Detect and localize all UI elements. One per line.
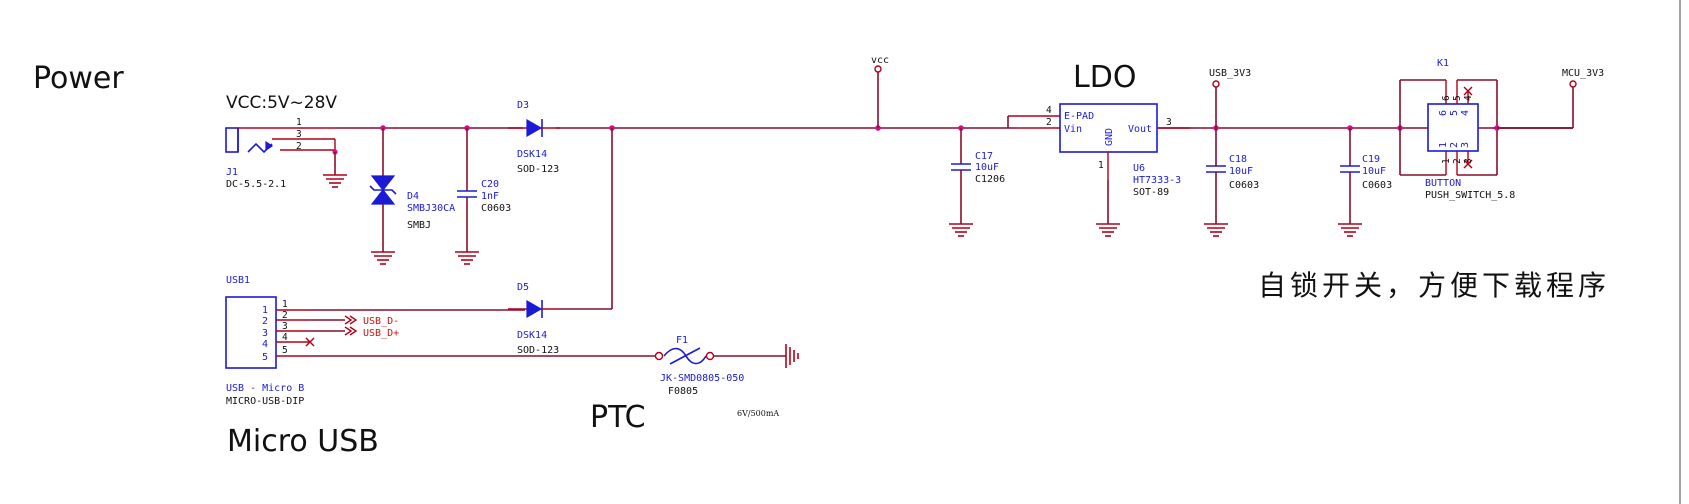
usb1-inner-pin-4: 4 — [262, 339, 268, 350]
capacitor-c18 — [1204, 128, 1228, 237]
u6-value: HT7333-3 — [1133, 175, 1181, 186]
k1-pin-1: 1 — [1441, 158, 1452, 164]
dc-jack-j1 — [225, 127, 347, 188]
j1-pin-3: 3 — [296, 129, 302, 140]
section-title-power: Power — [33, 61, 124, 96]
capacitor-c19 — [1338, 125, 1362, 237]
schottky-diode-d5 — [508, 299, 612, 319]
k1-inner-pin-1: 1 — [1438, 142, 1449, 148]
f1-designator: F1 — [676, 335, 688, 346]
usb1-pin-2: 2 — [282, 310, 288, 321]
usb-dm-net-label: USB_D- — [363, 316, 399, 327]
usb1-footprint: MICRO-USB-DIP — [226, 396, 304, 407]
k1-pin-2: 2 — [1452, 158, 1463, 164]
f1-footprint: F0805 — [668, 386, 698, 397]
mcu-3v3-net-label: MCU_3V3 — [1562, 68, 1604, 79]
usb-3v3-net-label: USB_3V3 — [1209, 68, 1251, 79]
schottky-diode-d3 — [508, 118, 560, 138]
j1-value: DC-5.5-2.1 — [226, 179, 286, 190]
u6-pin-vout: Vout — [1128, 124, 1152, 135]
ptc-fuse-f1 — [654, 344, 799, 368]
d3-designator: D3 — [517, 100, 529, 111]
k1-inner-pin-5: 5 — [1449, 110, 1460, 116]
d3-value: DSK14 — [517, 149, 547, 160]
k1-inner-pin-4: 4 — [1460, 110, 1471, 116]
f1-value: JK-SMD0805-050 — [660, 373, 744, 384]
section-title-ldo: LDO — [1073, 60, 1136, 95]
k1-inner-pin-3: 3 — [1460, 142, 1471, 148]
c19-designator: C19 — [1362, 154, 1380, 165]
c20-footprint: C0603 — [481, 203, 511, 214]
usb1-inner-pin-1: 1 — [262, 305, 268, 316]
ldo-regulator-u6 — [1007, 103, 1190, 237]
usb1-inner-pin-3: 3 — [262, 328, 268, 339]
usb1-pin-3: 3 — [282, 321, 288, 332]
usb-dp-net-label: USB_D+ — [363, 328, 399, 339]
vcc-power-port — [874, 65, 882, 131]
j1-pin-1: 1 — [296, 117, 302, 128]
usb1-pin-4: 4 — [282, 332, 288, 343]
k1-pin-6: 6 — [1441, 95, 1452, 101]
c17-value: 10uF — [975, 162, 999, 173]
d4-designator: D4 — [407, 191, 419, 202]
k1-footprint: PUSH_SWITCH_5.8 — [1425, 190, 1515, 201]
u6-pin-epad: E-PAD — [1064, 111, 1094, 122]
u6-pin-number-epad: 4 — [1046, 105, 1052, 116]
d4-value: SMBJ30CA — [407, 203, 455, 214]
k1-pin-4: 4 — [1463, 95, 1474, 101]
u6-footprint: SOT-89 — [1133, 187, 1169, 198]
c17-footprint: C1206 — [975, 174, 1005, 185]
u6-pin-number-gnd: 1 — [1098, 160, 1104, 171]
k1-designator: K1 — [1437, 58, 1449, 69]
usb1-value: USB - Micro B — [226, 383, 304, 394]
note-self-lock-switch: 自锁开关，方便下载程序 — [1258, 269, 1610, 302]
section-title-micro-usb: Micro USB — [227, 424, 379, 459]
c18-footprint: C0603 — [1229, 180, 1259, 191]
usb1-inner-pin-2: 2 — [262, 316, 268, 327]
c18-designator: C18 — [1229, 154, 1247, 165]
c19-footprint: C0603 — [1362, 180, 1392, 191]
usb1-inner-pin-5: 5 — [262, 352, 268, 363]
u6-pin-vin: Vin — [1064, 124, 1082, 135]
c17-designator: C17 — [975, 151, 993, 162]
k1-pin-5: 5 — [1452, 95, 1463, 101]
k1-pin-3: 3 — [1463, 158, 1474, 164]
push-switch-k1 — [1397, 79, 1500, 176]
d4-footprint: SMBJ — [407, 220, 431, 231]
c19-value: 10uF — [1362, 166, 1386, 177]
f1-rating: 6V/500mA — [737, 409, 779, 418]
k1-inner-pin-2: 2 — [1449, 142, 1460, 148]
capacitor-c17 — [949, 125, 973, 237]
u6-pin-number-vin: 2 — [1046, 117, 1052, 128]
d5-footprint: SOD-123 — [517, 345, 559, 356]
usb1-pin-1: 1 — [282, 299, 288, 310]
k1-inner-pin-6: 6 — [1438, 110, 1449, 116]
mcu-3v3-power-port — [1497, 80, 1577, 129]
section-title-ptc: PTC — [590, 400, 646, 435]
d5-designator: D5 — [517, 282, 529, 293]
j1-pin-2: 2 — [296, 141, 302, 152]
tvs-diode-d4 — [369, 125, 397, 265]
c18-value: 10uF — [1229, 166, 1253, 177]
d3-footprint: SOD-123 — [517, 164, 559, 175]
c20-value: 1nF — [481, 191, 499, 202]
input-voltage-range: VCC:5V~28V — [226, 93, 337, 113]
u6-designator: U6 — [1133, 163, 1145, 174]
c20-designator: C20 — [481, 179, 499, 190]
capacitor-c20 — [455, 125, 479, 265]
u6-pin-number-vout: 3 — [1166, 117, 1172, 128]
vcc-net-label: vcc — [871, 55, 889, 66]
d5-value: DSK14 — [517, 330, 547, 341]
micro-usb-connector-usb1 — [225, 296, 655, 369]
u6-pin-gnd: GND — [1104, 128, 1115, 146]
j1-designator: J1 — [226, 167, 238, 178]
k1-value: BUTTON — [1425, 178, 1461, 189]
usb-3v3-power-port — [1212, 80, 1220, 131]
usb1-pin-5: 5 — [282, 345, 288, 356]
usb1-designator: USB1 — [226, 275, 250, 286]
